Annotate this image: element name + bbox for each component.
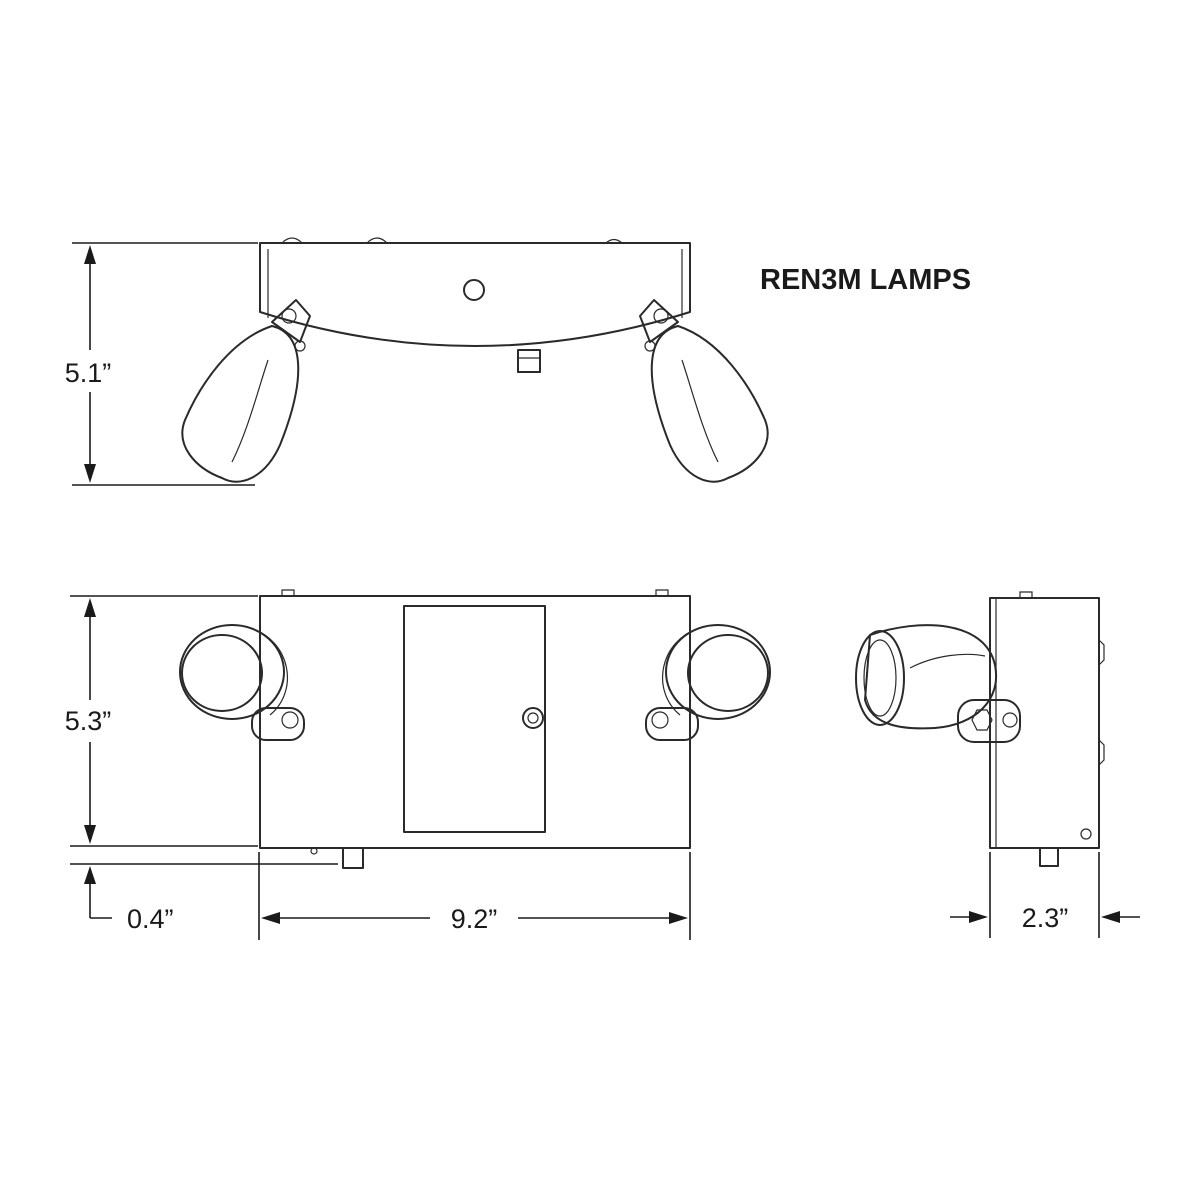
screw-icon <box>1080 828 1092 840</box>
top-right-lamp <box>650 325 769 483</box>
side-view <box>855 591 1105 867</box>
dimension-label-depth: 2.3” <box>1022 903 1069 933</box>
screw-icon <box>1019 591 1033 598</box>
arrow-left-icon <box>1101 911 1120 923</box>
front-view <box>179 589 771 869</box>
dimension-offset: 0.4” <box>70 863 338 934</box>
arrow-up-icon <box>84 598 96 617</box>
top-bump <box>605 238 623 244</box>
dimension-width: 9.2” <box>258 852 691 940</box>
front-left-lamp-rim <box>249 627 288 716</box>
dimension-label-offset: 0.4” <box>127 904 174 934</box>
side-lamp-lens-inner <box>863 639 897 717</box>
top-hole <box>463 279 485 301</box>
panel-button <box>522 707 544 729</box>
front-right-lamp-rim <box>662 627 701 716</box>
top-bump <box>281 237 303 244</box>
arrow-right-icon <box>969 911 988 923</box>
screw-icon <box>655 589 669 596</box>
front-right-lamp-lens <box>687 634 769 712</box>
screw-icon <box>653 308 669 324</box>
front-right-bracket <box>645 707 699 741</box>
top-housing <box>259 242 691 347</box>
side-bump <box>1098 739 1105 766</box>
diagram-title: REN3M LAMPS <box>760 264 971 296</box>
front-panel <box>403 605 546 833</box>
screw-icon <box>281 711 299 729</box>
arrow-left-icon <box>261 912 280 924</box>
screw-icon <box>281 589 295 596</box>
front-pin <box>310 847 318 855</box>
side-connector <box>1039 847 1059 867</box>
dimension-label-front-height: 5.3” <box>65 706 112 736</box>
side-lamp-lens <box>855 630 905 726</box>
top-right-lamp-slot <box>681 359 719 463</box>
top-left-lamp <box>181 325 300 483</box>
arrow-up-icon <box>84 245 96 264</box>
side-lamp-body <box>864 624 998 730</box>
screw-icon <box>281 308 297 324</box>
panel-button-inner <box>527 712 539 724</box>
dimension-label-width: 9.2” <box>451 904 498 934</box>
top-bump <box>366 237 388 244</box>
top-left-lamp-slot <box>231 359 269 463</box>
dimension-top-height: 5.1” <box>65 242 258 486</box>
nut-icon <box>971 709 993 731</box>
front-housing <box>259 595 691 849</box>
front-right-lamp-body <box>665 624 771 720</box>
screw-icon <box>651 711 669 729</box>
arrow-up-icon <box>84 866 96 884</box>
top-right-bracket <box>639 299 679 343</box>
dimension-label-top-height: 5.1” <box>65 358 112 388</box>
front-connector <box>342 847 364 869</box>
dimension-depth: 2.3” <box>950 852 1140 938</box>
side-bracket <box>957 699 1021 743</box>
side-bump <box>1098 639 1105 666</box>
top-view <box>181 237 769 483</box>
arrow-right-icon <box>669 912 688 924</box>
side-housing <box>989 597 1100 849</box>
side-lamp-slot <box>909 653 986 669</box>
dimension-front-height: 5.3” <box>65 595 258 847</box>
arrow-down-icon <box>84 464 96 483</box>
front-left-lamp-lens <box>181 634 263 712</box>
front-left-bracket <box>251 707 305 741</box>
top-left-bracket <box>271 299 311 343</box>
top-connector <box>517 349 541 373</box>
arrow-down-icon <box>84 825 96 844</box>
screw-icon <box>1002 712 1018 728</box>
front-left-lamp-body <box>179 624 285 720</box>
